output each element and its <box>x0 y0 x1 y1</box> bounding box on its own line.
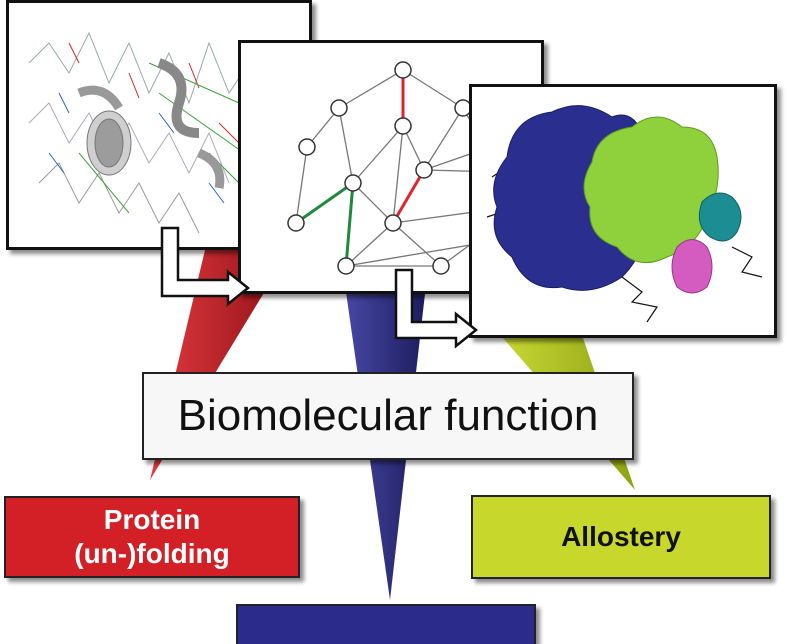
category-label-line1: Protein <box>104 503 200 537</box>
arrow-1 <box>162 228 248 304</box>
category-bottom-box <box>236 604 536 644</box>
category-label-line2: (un-)folding <box>74 537 229 571</box>
category-allostery: Allostery <box>471 495 771 579</box>
page-title: Biomolecular function <box>178 391 599 441</box>
title-box: Biomolecular function <box>142 372 634 460</box>
arrow-2 <box>396 270 476 346</box>
category-label: Allostery <box>561 521 681 553</box>
figure: Biomolecular function Protein (un-)foldi… <box>0 0 787 630</box>
category-protein-folding: Protein (un-)folding <box>4 496 300 578</box>
